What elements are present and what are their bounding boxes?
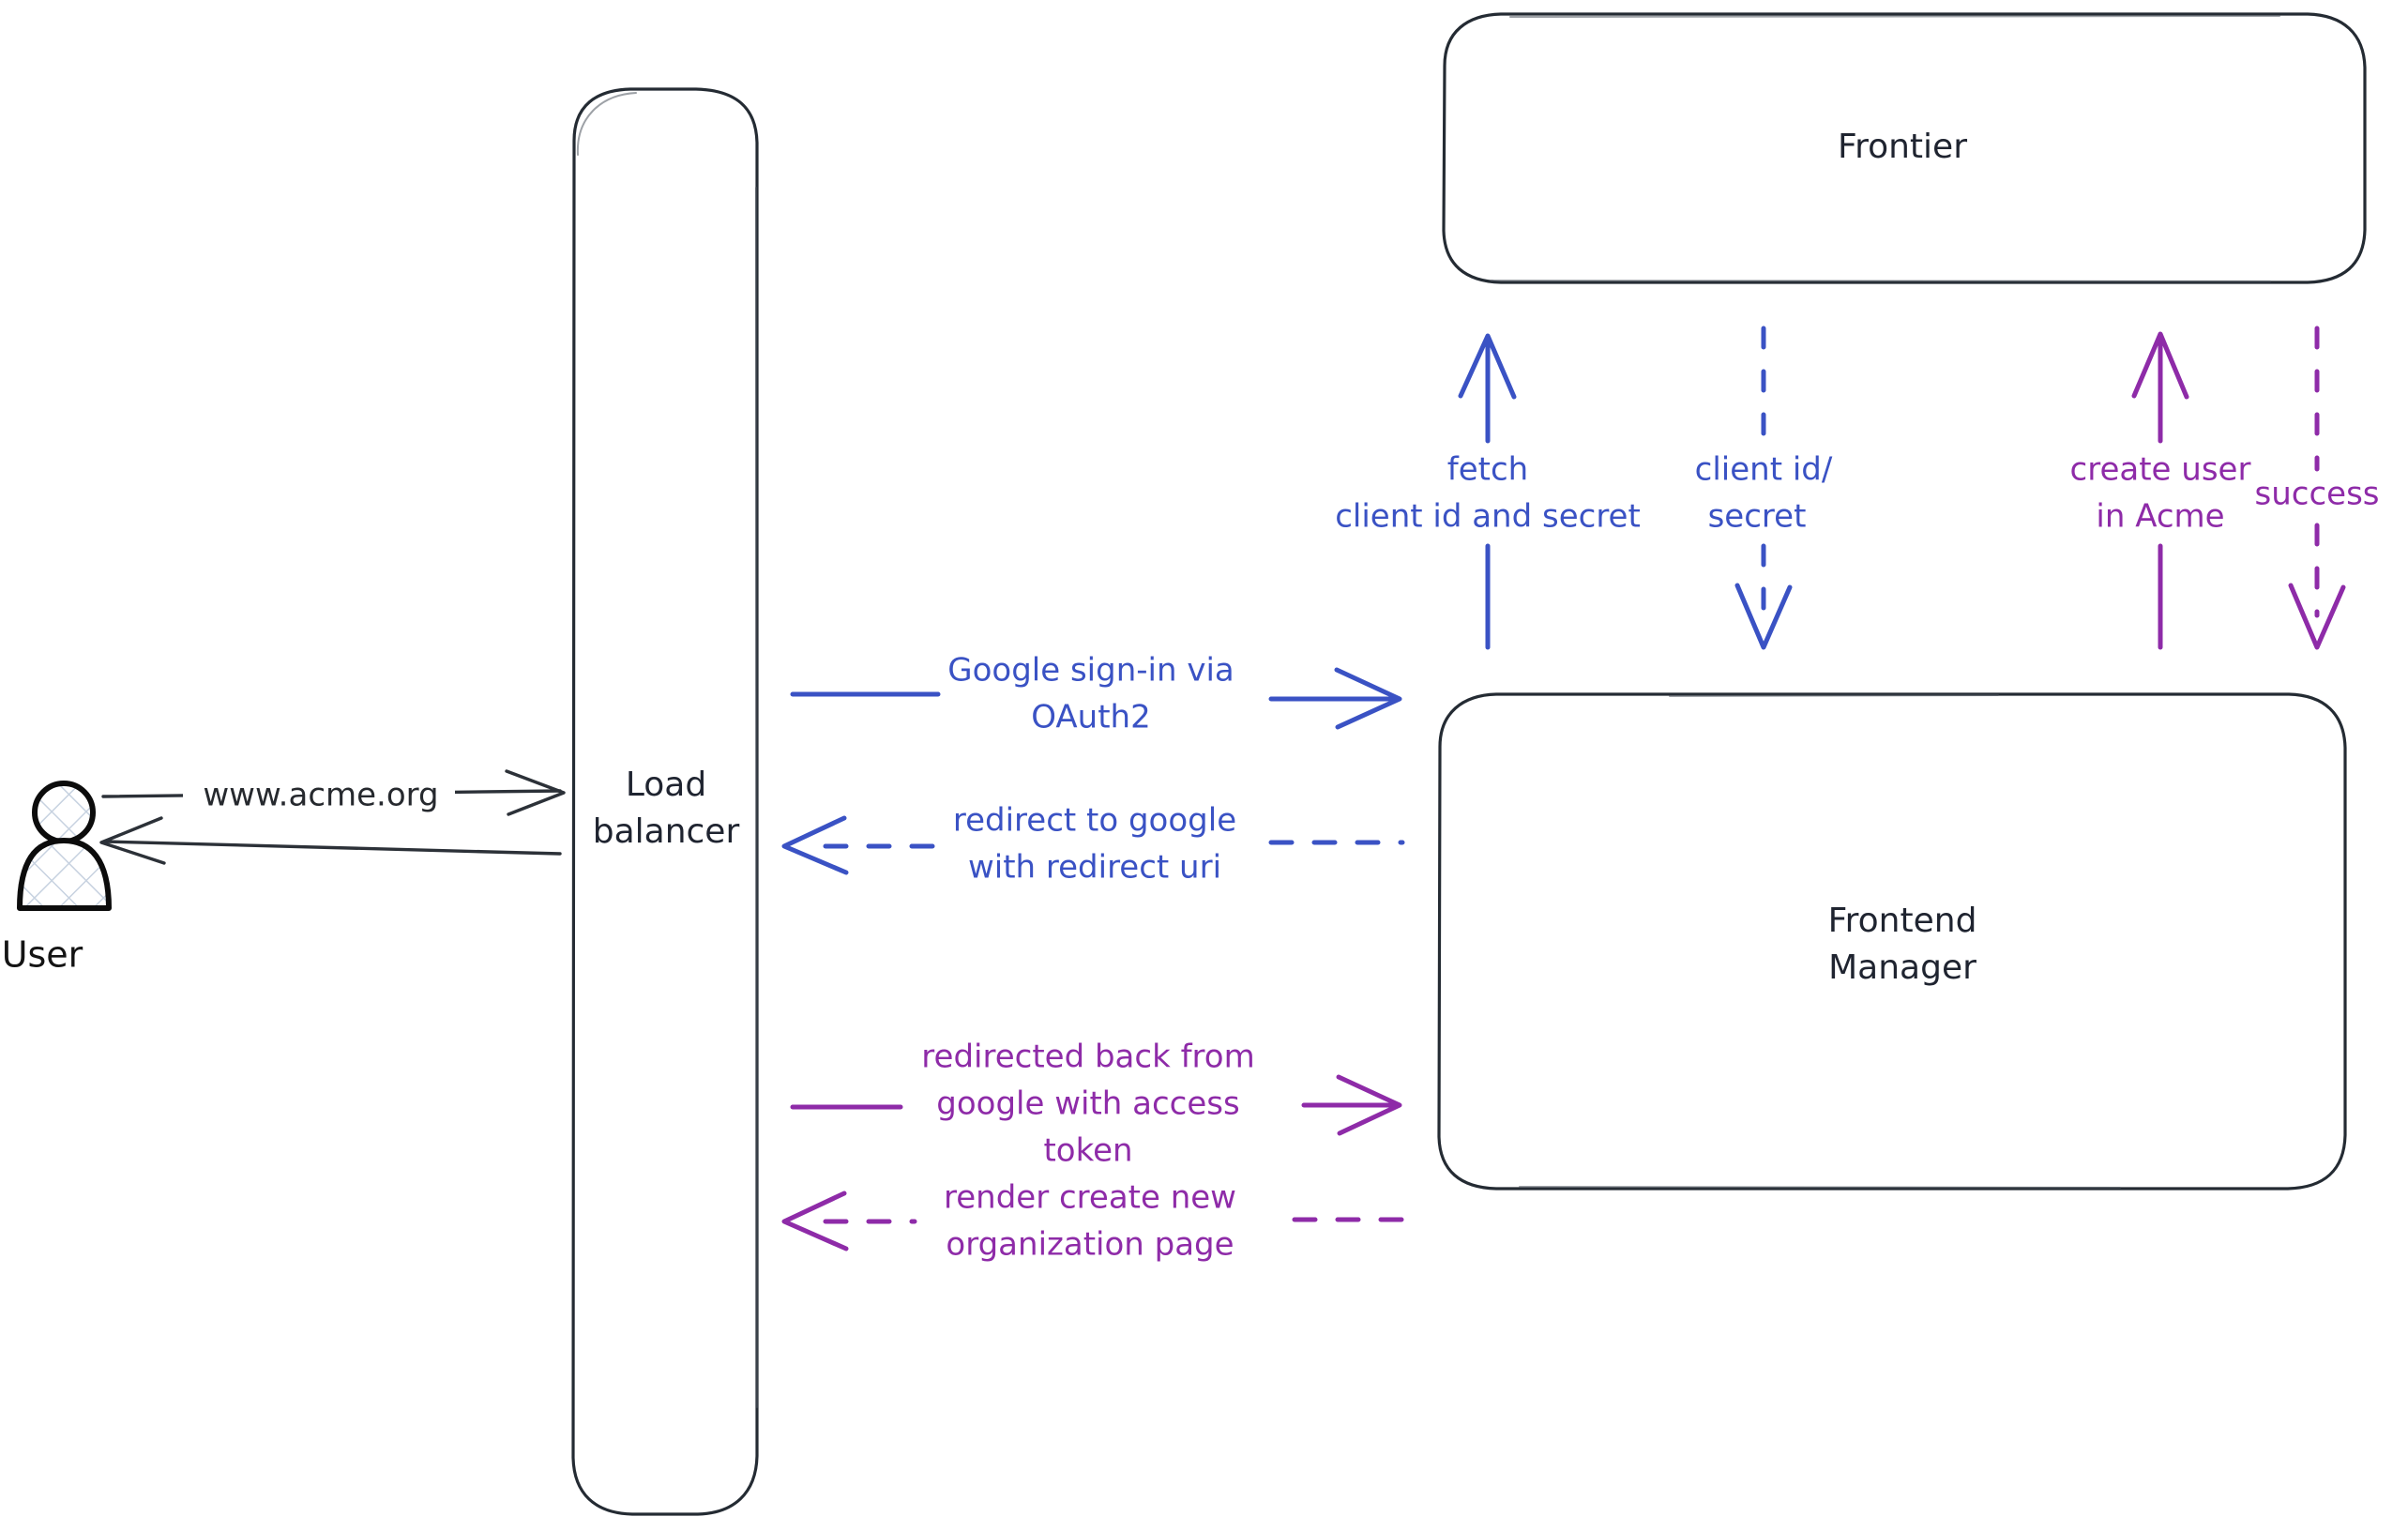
load-balancer-label-line2: balancer — [593, 812, 740, 851]
edge-render-create-org-label-line1: render create new — [944, 1179, 1236, 1217]
edge-user-to-lb-label: www.acme.org — [203, 777, 438, 814]
edge-success-label: success — [2255, 476, 2380, 513]
edge-user-to-lb[interactable]: www.acme.org — [101, 769, 566, 816]
edge-google-signin-label-line2: OAuth2 — [1031, 699, 1150, 736]
edge-client-id-secret-label-line1: client id/ — [1695, 451, 1833, 489]
user-head-icon — [32, 781, 96, 844]
edge-redirect-to-google-label-line2: with redirect uri — [968, 849, 1221, 887]
edge-redirected-back-arrowhead — [1336, 1074, 1402, 1136]
actor-user[interactable]: User — [2, 781, 112, 976]
edge-render-create-org[interactable]: render create new organization page — [781, 1179, 1405, 1264]
node-frontend-manager[interactable]: Frontend Manager — [1437, 692, 2347, 1191]
edge-fetch-client-secret-label-line2: client id and secret — [1335, 498, 1641, 536]
edge-redirect-to-google[interactable]: redirect to google with redirect uri — [781, 802, 1405, 887]
frontier-box-sketch — [1491, 15, 2280, 282]
edge-google-signin-arrowhead — [1334, 667, 1402, 730]
edge-user-to-lb-arrowhead — [505, 769, 566, 816]
load-balancer-box — [571, 87, 759, 1516]
edge-redirected-back-label-line3: token — [1043, 1132, 1132, 1170]
edge-user-to-lb-label-bg — [183, 773, 455, 812]
edge-lb-to-user-arrowhead — [99, 816, 166, 865]
edge-create-user-in-acme[interactable]: create user in Acme — [2070, 331, 2251, 650]
load-balancer-label-line1: Load — [626, 766, 706, 804]
actor-user-label: User — [2, 934, 83, 976]
edge-google-signin-label-line1: Google sign-in via — [947, 652, 1234, 690]
edge-lb-to-user-line — [103, 840, 562, 856]
edge-create-user-in-acme-label-line2: in Acme — [2096, 498, 2224, 536]
edge-fetch-client-secret-arrowhead — [1458, 333, 1517, 400]
edge-google-signin[interactable]: Google sign-in via OAuth2 — [790, 652, 1402, 736]
edge-redirected-back[interactable]: redirected back from google with access … — [790, 1039, 1402, 1170]
edge-client-id-secret-label-line2: secret — [1708, 498, 1807, 536]
edge-redirect-to-google-label-line1: redirect to google — [953, 802, 1236, 840]
edge-create-user-in-acme-arrowhead — [2131, 331, 2189, 400]
user-body-icon — [17, 838, 112, 911]
edge-success[interactable]: success — [2255, 326, 2380, 650]
edge-create-user-in-acme-label-line1: create user — [2070, 451, 2251, 489]
edge-render-create-org-label-line2: organization page — [946, 1226, 1234, 1264]
edge-render-create-org-arrowhead — [781, 1191, 849, 1251]
frontend-manager-label-line2: Manager — [1828, 948, 1976, 987]
edge-fetch-client-secret-label-line1: fetch — [1447, 451, 1528, 489]
frontend-manager-box — [1437, 692, 2347, 1191]
edge-fetch-client-secret[interactable]: fetch client id and secret — [1335, 333, 1641, 650]
frontend-manager-label-line1: Frontend — [1828, 902, 1977, 940]
node-load-balancer[interactable]: Load balancer — [571, 87, 759, 1516]
edge-success-arrowhead — [2288, 583, 2346, 650]
edge-client-id-secret-arrowhead — [1734, 583, 1793, 650]
edge-lb-to-user[interactable] — [99, 816, 562, 865]
frontend-manager-box-sketch — [1519, 694, 2121, 1189]
frontier-box — [1442, 12, 2367, 284]
frontier-label: Frontier — [1838, 128, 1967, 166]
edge-redirected-back-label-line2: google with access — [936, 1085, 1239, 1123]
node-frontier[interactable]: Frontier — [1442, 12, 2367, 284]
edge-redirect-to-google-arrowhead — [781, 815, 849, 875]
edge-redirected-back-label-line1: redirected back from — [921, 1039, 1254, 1076]
load-balancer-box-sketch — [576, 92, 758, 1408]
edge-client-id-secret[interactable]: client id/ secret — [1695, 326, 1833, 650]
